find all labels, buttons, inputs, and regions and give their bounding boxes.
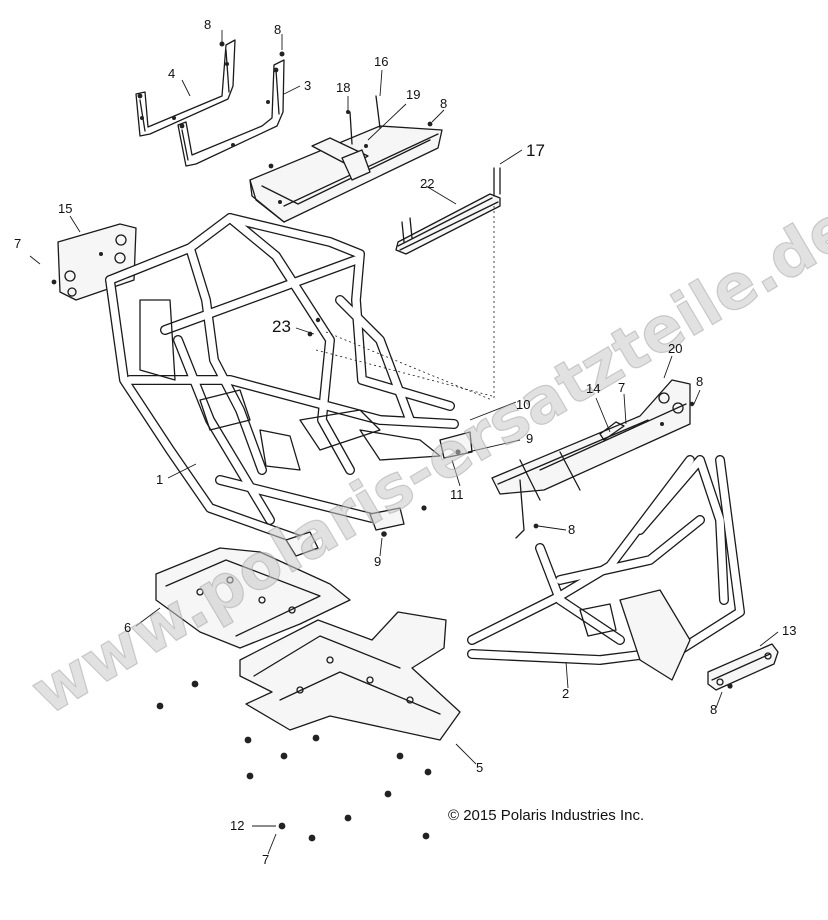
callout-labels: 8 8 4 3 18 16 19 8 17 22 15 7 23 20 14 7… [14,17,796,867]
callout-12: 12 [230,818,244,833]
callout-4: 4 [168,66,175,81]
callout-7: 7 [14,236,21,251]
callout-23: 23 [272,317,291,336]
callout-17: 17 [526,141,545,160]
part-4-seat-bracket [135,39,236,137]
callout-7: 7 [262,852,269,867]
callout-9: 9 [374,554,381,569]
part-13-bracket [707,643,779,691]
callout-7: 7 [618,380,625,395]
callout-8: 8 [710,702,717,717]
callout-19: 19 [406,87,420,102]
callout-15: 15 [58,201,72,216]
callout-18: 18 [336,80,350,95]
part-2-rear-subframe [467,455,745,681]
callout-20: 20 [668,341,682,356]
callout-8: 8 [274,22,281,37]
callout-13: 13 [782,623,796,638]
leader-lines [29,30,779,855]
callout-5: 5 [476,760,483,775]
part-5-skid-plate [239,611,461,741]
callout-3: 3 [304,78,311,93]
callout-6: 6 [124,620,131,635]
callout-11: 11 [450,487,464,502]
part-3-seat-bracket [177,51,285,167]
callout-8: 8 [204,17,211,32]
callout-9: 9 [526,431,533,446]
callout-10: 10 [516,397,530,412]
part-15-side-plate [51,223,137,301]
part-16-seat-base-frame [249,95,443,223]
part-20-rear-crossmember [491,379,695,539]
part-6-skid-plate [155,547,351,649]
part-1-main-chassis [105,213,473,557]
callout-8: 8 [568,522,575,537]
callout-14: 14 [586,381,600,396]
callout-16: 16 [374,54,388,69]
callout-8: 8 [440,96,447,111]
fastener-group [156,67,733,842]
callout-1: 1 [156,472,163,487]
callout-8: 8 [696,374,703,389]
part-22-rail [395,167,501,255]
callout-2: 2 [562,686,569,701]
copyright-notice: © 2015 Polaris Industries Inc. [448,807,644,824]
callout-22: 22 [420,176,434,191]
